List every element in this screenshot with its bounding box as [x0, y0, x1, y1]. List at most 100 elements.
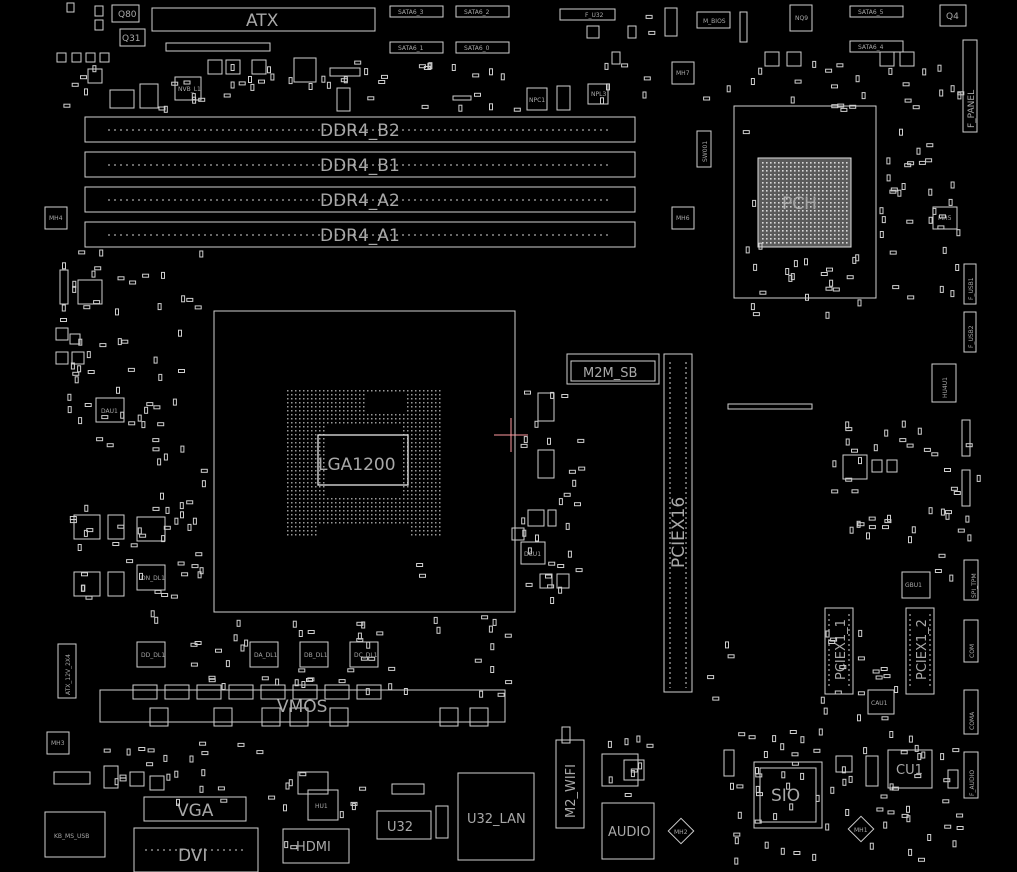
hu4u1-chip[interactable]: HU4U1: [931, 363, 957, 403]
atx-power-connector[interactable]: ATX: [151, 7, 376, 32]
svg-text:DDR4_B1: DDR4_B1: [320, 156, 400, 176]
atx-pin-row: [165, 42, 271, 52]
svg-text:PCH: PCH: [782, 194, 817, 214]
svg-text:CAU1: CAU1: [871, 700, 888, 707]
ddr4-slot-b2[interactable]: DDR4_B2: [84, 116, 636, 143]
svg-text:PCIEX16: PCIEX16: [669, 497, 689, 568]
dn-dl1-inductor[interactable]: DN_DL1: [136, 564, 166, 591]
svg-text:MH7: MH7: [676, 70, 690, 77]
gbu1-chip[interactable]: GBU1: [901, 571, 931, 599]
sata-connector-0[interactable]: SATA6_0: [455, 41, 510, 54]
cpu-socket-lga1200[interactable]: LGA1200: [213, 310, 528, 613]
vmos-heatsink-area[interactable]: VMOS: [99, 684, 506, 727]
m2m-sb-slot[interactable]: M2M_SB: [566, 353, 660, 385]
svg-text:F_USB2: F_USB2: [968, 325, 975, 348]
q4-component[interactable]: Q4: [939, 4, 967, 27]
ddr4-slot-a1[interactable]: DDR4_A1: [84, 221, 636, 248]
hdmi-connector[interactable]: HDMI: [282, 828, 350, 864]
svg-text:DB_DL1: DB_DL1: [304, 652, 328, 659]
pcie-x16-slot[interactable]: PCIEX16: [663, 353, 693, 693]
svg-text:F_USB1: F_USB1: [968, 277, 975, 300]
svg-text:MH4: MH4: [49, 215, 63, 222]
svg-text:SIO: SIO: [771, 786, 800, 806]
hu1-chip[interactable]: HU1: [307, 789, 339, 821]
mh4-mounting-hole[interactable]: MH4: [44, 206, 68, 230]
svg-text:KB_MS_USB: KB_MS_USB: [54, 833, 89, 840]
svg-text:PCIEX1_2: PCIEX1_2: [915, 619, 930, 680]
svg-text:F_AUDIO: F_AUDIO: [969, 770, 976, 796]
svg-text:COMA: COMA: [969, 711, 976, 730]
ddr4-slot-a2[interactable]: DDR4_A2: [84, 186, 636, 213]
vga-connector[interactable]: VGA: [143, 796, 247, 822]
svg-text:DA_DL1: DA_DL1: [254, 652, 278, 659]
da-dl1-inductor[interactable]: DA_DL1: [249, 641, 279, 668]
svg-text:MH6: MH6: [676, 215, 690, 222]
svg-text:SATA6_4: SATA6_4: [858, 44, 884, 51]
audio-jack[interactable]: AUDIO: [601, 802, 655, 860]
front-usb1-header[interactable]: F_USB1: [963, 263, 977, 305]
ddr4-slot-b1[interactable]: DDR4_B1: [84, 151, 636, 178]
com-header[interactable]: COM: [963, 619, 979, 663]
mh2-mounting-hole[interactable]: MH2: [667, 817, 695, 845]
cau1-chip[interactable]: CAU1: [867, 689, 895, 715]
svg-text:HU1: HU1: [315, 803, 328, 810]
db-dl1-inductor[interactable]: DB_DL1: [299, 641, 329, 668]
sio-chip[interactable]: SIO: [753, 761, 823, 829]
front-usb-header[interactable]: F_U32: [559, 8, 616, 21]
bottom-left-passives: [53, 753, 645, 839]
svg-text:MH1: MH1: [854, 827, 868, 834]
svg-text:DDR4_A1: DDR4_A1: [320, 226, 400, 246]
sata-connector-3[interactable]: SATA6_3: [389, 5, 444, 18]
sata-connector-5[interactable]: SATA6_5: [849, 5, 904, 18]
sw001-switch[interactable]: SW001: [696, 130, 712, 168]
svg-text:SW001: SW001: [702, 141, 709, 162]
svg-text:COM: COM: [969, 644, 976, 658]
kb-ms-usb-connector[interactable]: KB_MS_USB: [44, 811, 106, 858]
svg-text:LGA1200: LGA1200: [318, 455, 396, 475]
u32-usb-connector[interactable]: U32: [376, 810, 432, 840]
m2-wifi-slot[interactable]: M2_WIFI: [555, 726, 585, 829]
svg-text:DCU1: DCU1: [524, 551, 541, 558]
front-audio-header[interactable]: F_AUDIO: [963, 751, 979, 799]
dd-dl1-inductor[interactable]: DD_DL1: [136, 641, 166, 668]
svg-text:U32: U32: [387, 820, 413, 835]
pch-chipset[interactable]: PCH: [733, 105, 877, 299]
svg-text:DN_DL1: DN_DL1: [141, 575, 165, 582]
svg-text:F_U32: F_U32: [585, 12, 604, 19]
svg-text:DVI: DVI: [178, 846, 207, 866]
cu1-chip[interactable]: CU1: [887, 749, 933, 789]
svg-text:SATA6_1: SATA6_1: [398, 45, 424, 52]
svg-text:DDR4_B2: DDR4_B2: [320, 121, 400, 141]
coma-header[interactable]: COMA: [963, 689, 979, 735]
front-panel-header[interactable]: F_PANEL: [967, 90, 977, 128]
front-usb2-header[interactable]: F_USB2: [963, 311, 977, 353]
mh6-mounting-hole[interactable]: MH6: [671, 206, 695, 230]
svg-text:VGA: VGA: [177, 801, 214, 821]
npc1-label: NPC1: [529, 97, 545, 104]
svg-text:ATX: ATX: [246, 11, 279, 31]
pcie-x1-slot-1[interactable]: PCIEX1_1: [824, 607, 854, 695]
smd-pads: [60, 14, 981, 865]
sata-connector-1[interactable]: SATA6_1: [389, 41, 444, 54]
npl3-label: NPL3: [591, 91, 606, 98]
pcie-x1-slot-2[interactable]: PCIEX1_2: [905, 607, 935, 695]
sata-connector-4[interactable]: SATA6_4: [849, 40, 904, 53]
mh7-mounting-hole[interactable]: MH7: [671, 61, 695, 85]
bottom-right-passives: [723, 749, 959, 789]
mh1-mounting-hole[interactable]: MH1: [847, 815, 875, 843]
mh3-mounting-hole[interactable]: MH3: [46, 731, 70, 755]
svg-text:M2M_SB: M2M_SB: [583, 366, 637, 381]
q80-component[interactable]: Q80: [111, 4, 140, 23]
u32-lan-connector[interactable]: U32_LAN: [457, 772, 535, 861]
q31-component[interactable]: Q31: [119, 28, 146, 47]
svg-text:Q31: Q31: [122, 34, 141, 44]
dc-dl1-inductor[interactable]: DC_DL1: [349, 641, 379, 668]
sata-connector-2[interactable]: SATA6_2: [455, 5, 510, 18]
dvi-connector[interactable]: DVI: [133, 827, 259, 872]
svg-text:SATA6_5: SATA6_5: [858, 9, 884, 16]
dcu1-chip[interactable]: DCU1: [520, 541, 546, 565]
dau1-chip[interactable]: DAU1: [95, 397, 125, 423]
left-vrm-passives: [55, 269, 166, 699]
mh5-mounting-hole[interactable]: MH5: [932, 206, 958, 230]
